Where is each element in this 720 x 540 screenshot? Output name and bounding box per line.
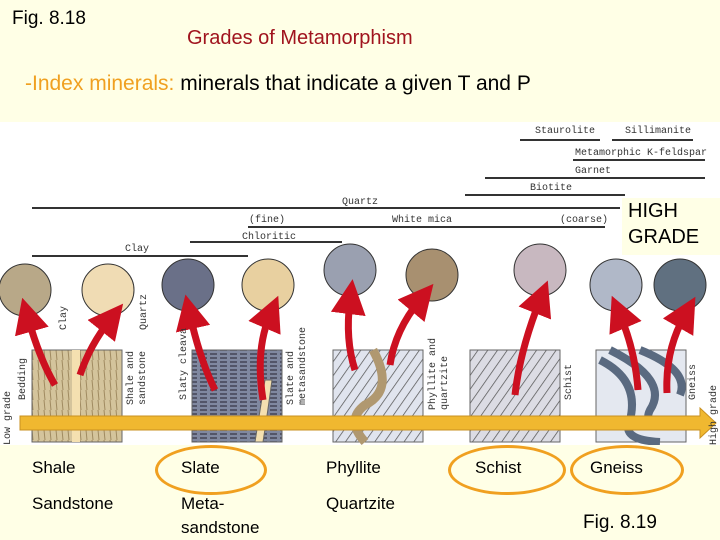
high-grade-line-2: GRADE [628, 226, 700, 248]
fine-label: (fine) [249, 214, 285, 226]
slate-meta-label-2: metasandstone [297, 327, 309, 405]
quartzite-circle [405, 248, 459, 302]
phyllite-circle [323, 243, 377, 297]
quartz-circle-label: Quartz [139, 294, 150, 330]
slide-title: Grades of Metamorphism [187, 27, 413, 49]
gneiss-circle-1 [589, 258, 643, 312]
garnet-label: Garnet [575, 166, 611, 177]
figure-label-bottom: Fig. 8.19 [583, 512, 657, 533]
red-arrows [15, 279, 696, 401]
subtitle-highlight: -Index minerals: [25, 72, 175, 95]
rock-quartzite: Quartzite [326, 494, 395, 513]
metasandstone-circle [241, 258, 295, 312]
diagram-svg: Staurolite Sillimanite Metamorphic K-fel… [0, 125, 720, 446]
vertical-labels: Clay Quartz Bedding Shale and sandstone … [2, 294, 720, 445]
chloritic-label: Chloritic [242, 231, 296, 243]
clay-label: Clay [125, 243, 149, 255]
slate-highlight-oval [155, 445, 267, 495]
rock-shale: Shale [32, 458, 76, 477]
rock-gneiss: Gneiss [590, 458, 643, 477]
gneiss-circle-2 [653, 258, 707, 312]
schist-vertical-label: Schist [563, 364, 575, 400]
rock-meta-2: sandstone [181, 518, 260, 537]
biotite-label: Biotite [530, 182, 572, 194]
figure-label-top: Fig. 8.18 [12, 8, 86, 29]
bedding-label: Bedding [17, 358, 29, 400]
low-grade-label: Low grade [2, 391, 14, 445]
kfeldspar-label: Metamorphic K-feldspar [575, 147, 707, 159]
clay-circle-label: Clay [58, 306, 70, 330]
rock-slate: Slate [181, 458, 220, 477]
slate-meta-label-1: Slate and [285, 351, 297, 405]
slate-circle [161, 258, 215, 312]
schist-circle [513, 243, 567, 297]
coarse-label: (coarse) [560, 214, 608, 226]
high-grade-label: High grade [708, 385, 720, 445]
mineral-circles [0, 243, 707, 317]
phyllite-q-label-2: quartzite [439, 356, 451, 410]
rock-meta-1: Meta- [181, 494, 225, 513]
quartz-circle [81, 263, 135, 317]
slide-subtitle: -Index minerals: minerals that indicate … [25, 72, 531, 96]
clay-circle [0, 263, 52, 317]
mineral-range-lines [32, 139, 705, 257]
schist-highlight-oval [448, 445, 566, 495]
grade-arrow [19, 406, 717, 440]
gneiss-vertical-label: Gneiss [687, 364, 699, 400]
rock-sandstone: Sandstone [32, 494, 114, 513]
sillimanite-label: Sillimanite [625, 125, 691, 137]
rock-phyllite: Phyllite [326, 458, 381, 477]
subtitle-text: minerals that indicate a given T and P [174, 72, 531, 95]
white-mica-label: White mica [392, 214, 452, 226]
phyllite-q-label-1: Phyllite and [427, 338, 439, 410]
high-grade-callout: HIGH GRADE [622, 198, 720, 255]
slaty-cleavage-label: Slaty cleava [178, 328, 190, 400]
gneiss-highlight-oval [570, 445, 684, 495]
high-grade-line-1: HIGH [628, 200, 678, 222]
quartz-label: Quartz [342, 197, 378, 208]
shale-sandstone-label-1: Shale and [125, 351, 137, 405]
rock-schist: Schist [475, 458, 522, 477]
metamorphism-diagram: Staurolite Sillimanite Metamorphic K-fel… [0, 122, 720, 446]
shale-sandstone-label-2: sandstone [137, 351, 149, 405]
staurolite-label: Staurolite [535, 125, 595, 137]
